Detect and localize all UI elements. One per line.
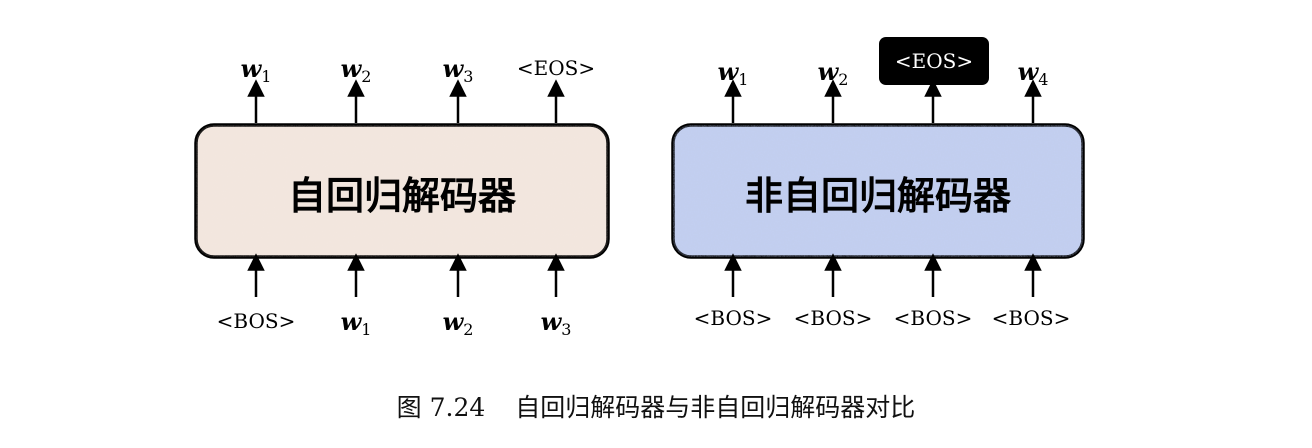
right-output-1: w1 [718,57,749,89]
left-decoder-texture [196,125,608,257]
figure-caption-text: 自回归解码器与非自回归解码器对比 [515,393,916,422]
right-output-4: w4 [1018,57,1049,89]
right-decoder-texture [673,125,1083,257]
left-decoder-title: 自回归解码器 [288,174,517,218]
autoregressive-decoder: 自回归解码器 w1 w2 w3 <EOS> <BOS> w1 w2 w3 [194,54,610,339]
right-input-bos-4: <BOS> [992,306,1071,330]
right-decoder-title: 非自回归解码器 [745,174,1012,218]
left-input-4: w3 [541,307,572,339]
left-input-bos: <BOS> [217,309,296,333]
right-input-bos-2: <BOS> [794,306,873,330]
left-output-1: w1 [241,54,272,86]
eos-highlight-badge [879,37,989,85]
left-output-3: w3 [443,54,474,86]
right-input-bos-1: <BOS> [694,306,773,330]
left-input-3: w2 [443,307,474,339]
figure-caption: 图 7.24 自回归解码器与非自回归解码器对比 [0,388,1312,424]
left-input-2: w1 [341,307,372,339]
non-autoregressive-decoder: 非自回归解码器 w1 w2 <EOS> w4 <BOS> <BOS> <BOS>… [671,37,1085,330]
figure-number: 图 7.24 [396,393,486,422]
left-output-2: w2 [341,54,372,86]
right-output-eos: <EOS> [895,49,973,73]
right-output-2: w2 [818,57,849,89]
right-input-bos-3: <BOS> [894,306,973,330]
left-output-eos: <EOS> [517,56,595,80]
